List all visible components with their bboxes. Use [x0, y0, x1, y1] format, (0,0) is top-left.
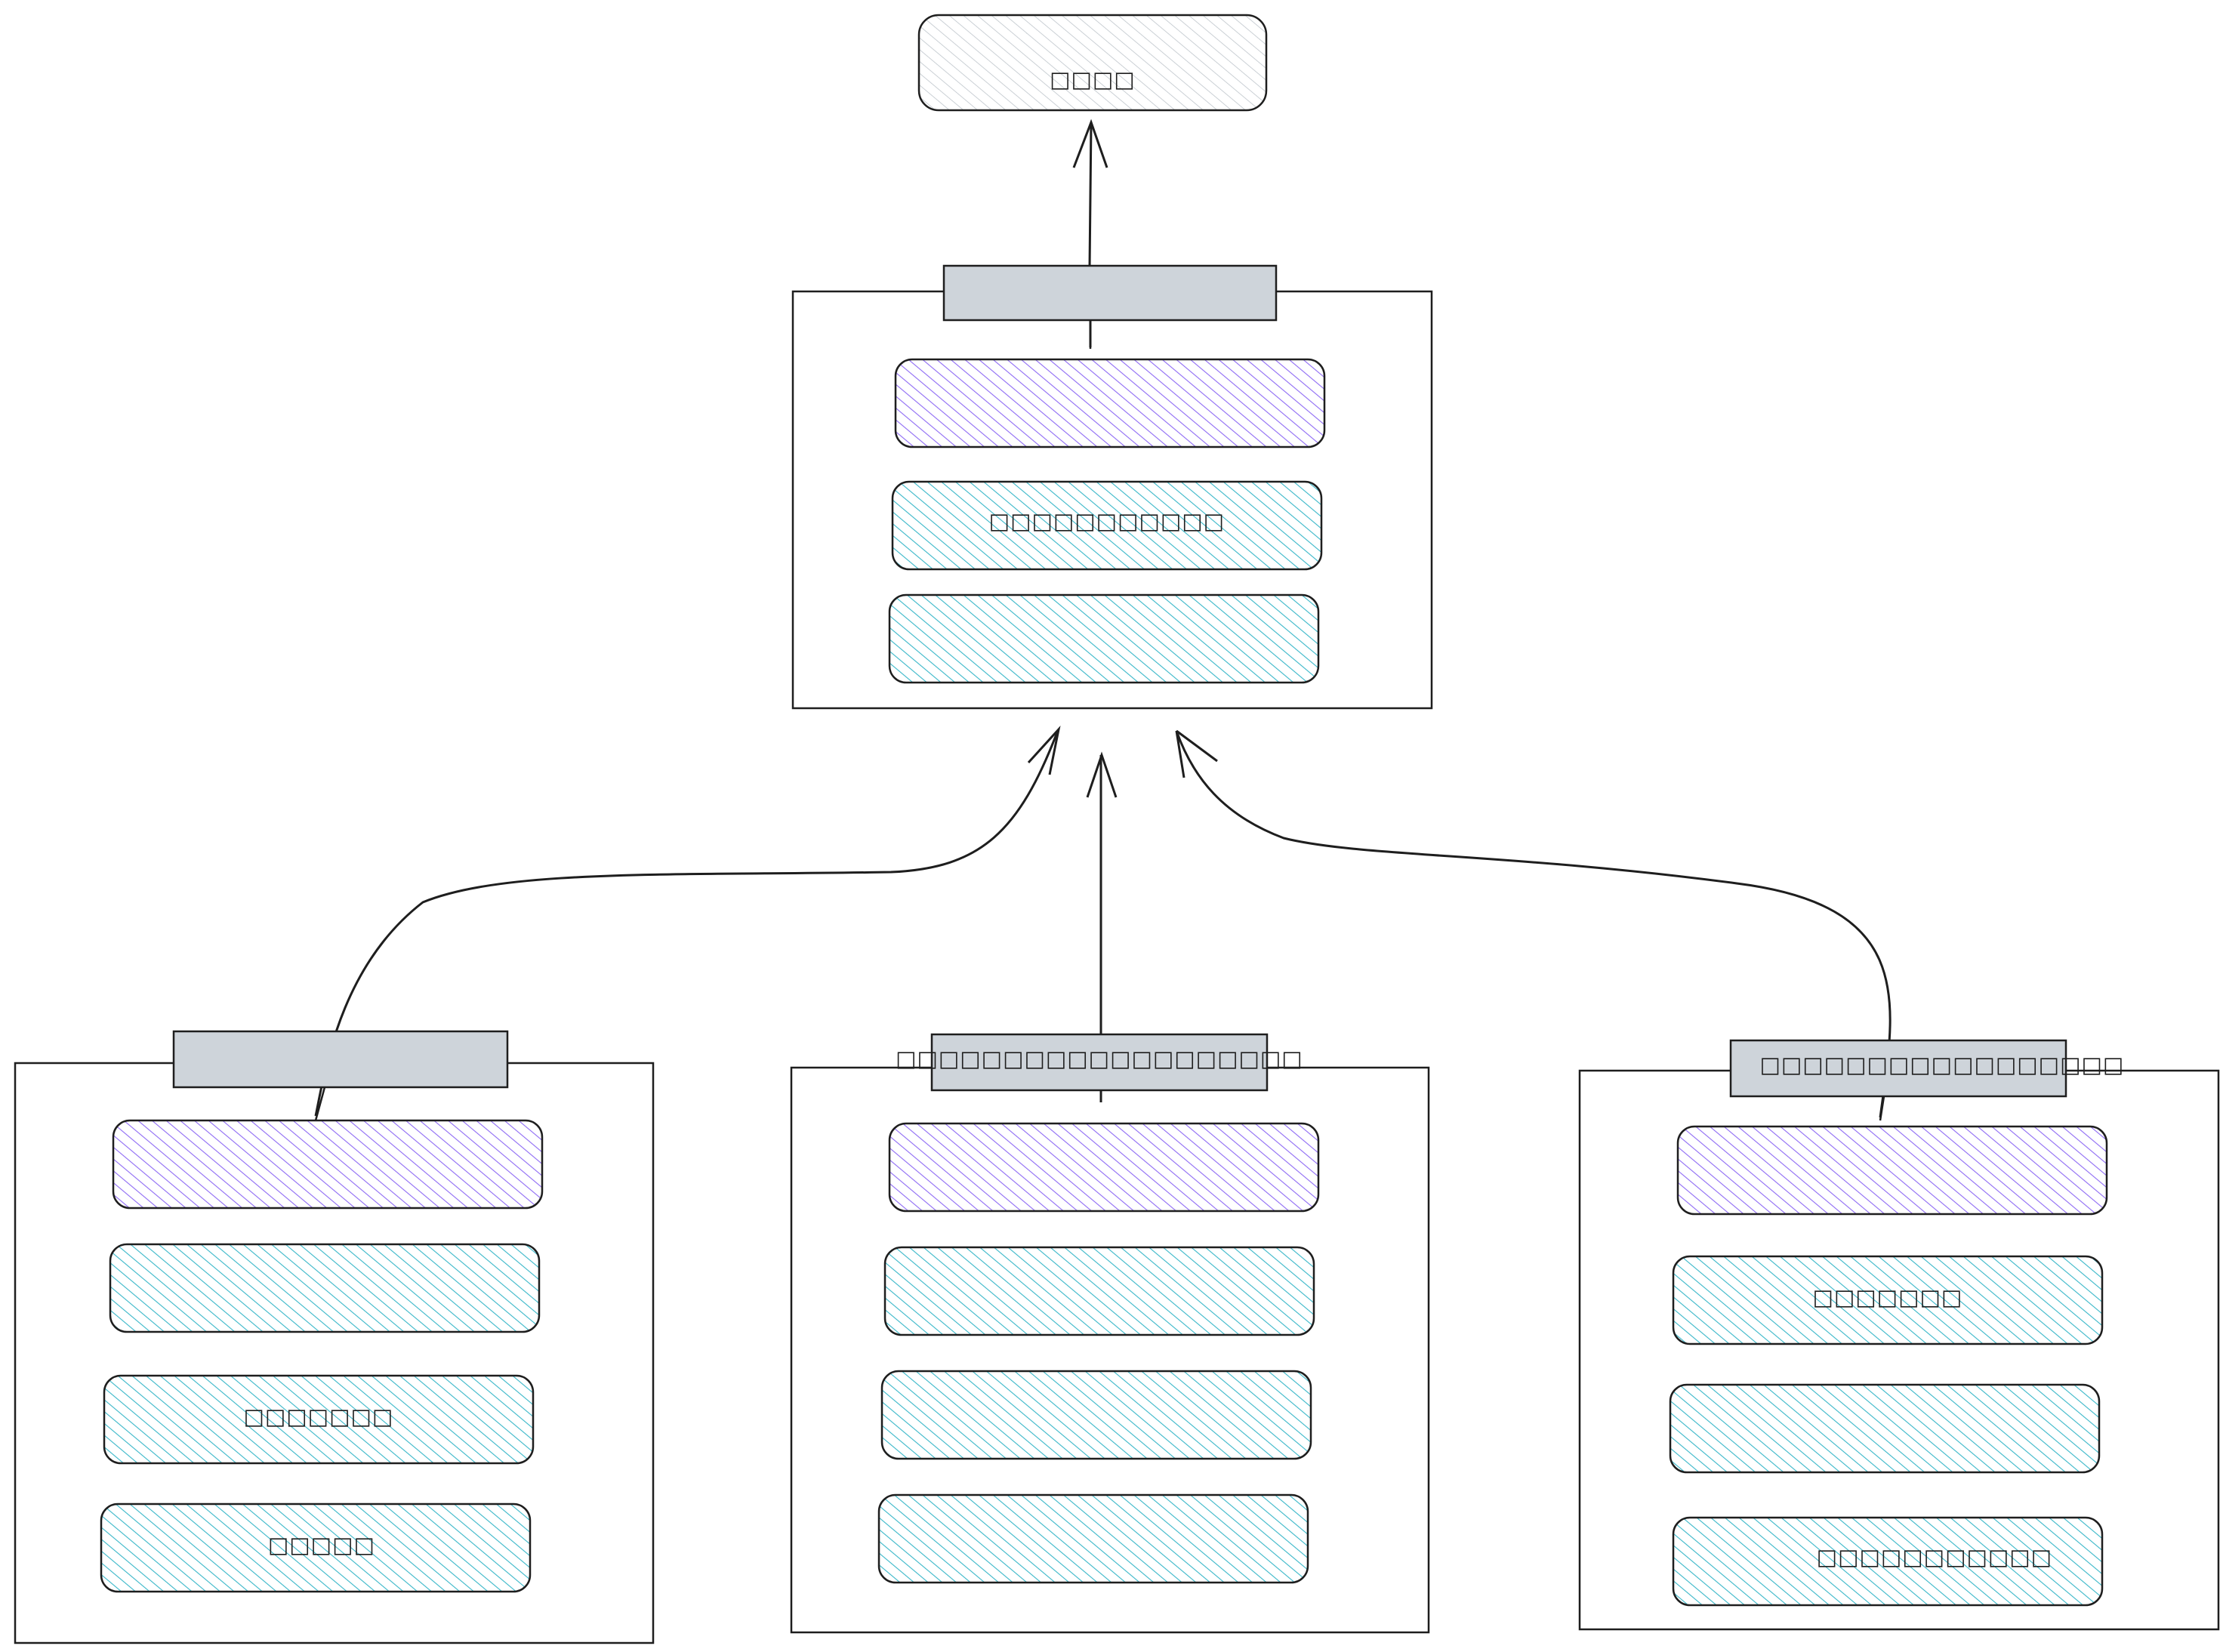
arrow-right-to-top-group	[1175, 729, 1892, 1118]
group-item	[103, 1374, 535, 1465]
connector-ticks	[314, 320, 1885, 1121]
group-item	[894, 358, 1326, 448]
group-item	[880, 1370, 1312, 1460]
left-group-item-label: □□□□□	[268, 1532, 375, 1558]
group-item	[109, 1243, 541, 1333]
bottom-group-left	[14, 1030, 655, 1644]
group-header	[172, 1030, 509, 1089]
top-node	[917, 14, 1268, 112]
top-group-item-label: □□□□□□□□□□□	[988, 508, 1226, 534]
group-item	[112, 1119, 544, 1210]
group-item	[883, 1246, 1315, 1336]
top-group	[791, 264, 1433, 710]
right-group-header-label: □□□□□□□□□□□□□□□□□	[1759, 1052, 2125, 1077]
group-header	[930, 1033, 1269, 1092]
right-group-item-label: □□□□□□□□□□□	[1816, 1544, 2053, 1570]
arrow-left-to-top-group	[314, 725, 1061, 1117]
bottom-group-right	[1578, 1039, 2220, 1631]
group-header	[942, 264, 1278, 322]
group-item	[100, 1503, 532, 1593]
group-item	[1672, 1516, 2104, 1607]
group-item	[891, 480, 1323, 571]
group-item	[1676, 1125, 2108, 1216]
middle-group-header-label: □□□□□□□□□□□□□□□□□□□	[896, 1046, 1303, 1071]
left-group-item-label: □□□□□□□	[243, 1404, 394, 1429]
group-item	[888, 593, 1320, 684]
group-header	[1729, 1039, 2067, 1098]
bottom-group-middle	[790, 1033, 1430, 1634]
group-item	[1669, 1383, 2101, 1474]
group-item	[877, 1493, 1309, 1584]
group-item	[1672, 1255, 2104, 1345]
group-item	[888, 1122, 1320, 1213]
right-group-item-label: □□□□□□□	[1812, 1284, 1963, 1310]
top-node-label: □□□□	[1050, 66, 1136, 92]
